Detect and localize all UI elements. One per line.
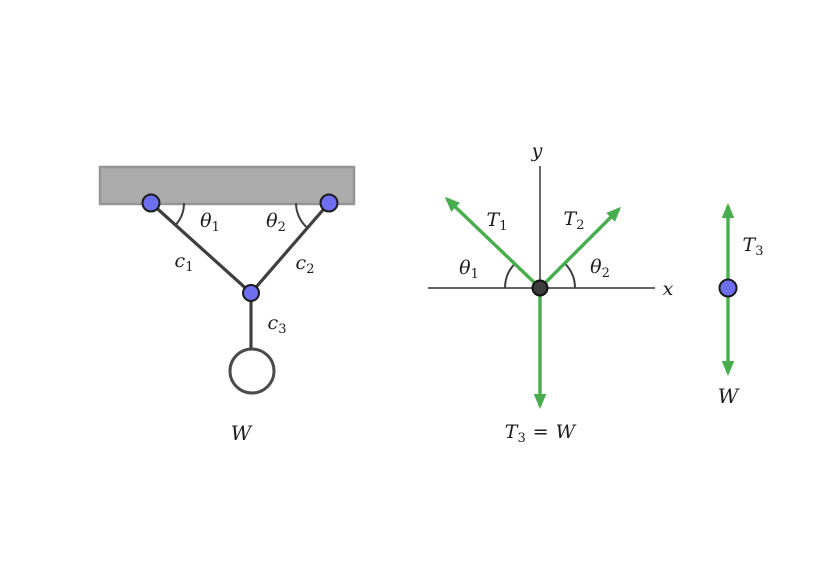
label-c3: c3 <box>268 312 287 337</box>
label-x-axis: x <box>663 278 674 300</box>
attachment-dot-left <box>141 193 161 213</box>
particle-dot <box>718 278 738 298</box>
vector-t1 <box>444 196 542 290</box>
label-theta1-fbd: θ1 <box>459 257 479 282</box>
angle-arc-theta2-fbd <box>563 262 576 289</box>
label-theta1-left: θ1 <box>200 210 220 235</box>
angle-arc-theta2 <box>295 202 309 229</box>
label-theta2-fbd: θ2 <box>590 256 610 281</box>
left-diagram: θ1 θ2 c1 c2 c3 W <box>98 165 356 445</box>
label-theta2-left: θ2 <box>266 210 286 235</box>
junction-dot <box>242 284 260 302</box>
label-weight-right: W <box>718 384 740 408</box>
angle-arc-theta1-fbd <box>503 263 516 289</box>
label-t2: T2 <box>564 208 585 233</box>
right-diagram: T3 W <box>718 203 764 408</box>
label-y-axis: y <box>531 140 543 162</box>
weight-ball <box>228 347 276 395</box>
label-t1: T1 <box>487 209 508 234</box>
angle-arc-theta1 <box>174 202 185 226</box>
label-c2: c2 <box>296 252 315 277</box>
attachment-dot-right <box>319 193 339 213</box>
vector-t2 <box>538 206 622 290</box>
label-weight-left: W <box>231 421 253 445</box>
ceiling-bar <box>98 165 356 206</box>
free-body-diagram: y x T1 T2 θ1 θ2 T3=W <box>428 140 674 446</box>
label-c1: c1 <box>175 250 194 275</box>
cable-c1 <box>149 201 253 295</box>
cable-c2 <box>249 201 331 295</box>
origin-dot <box>531 279 549 297</box>
label-t3-right: T3 <box>743 234 764 259</box>
label-t3-equation: T3=W <box>505 421 577 446</box>
